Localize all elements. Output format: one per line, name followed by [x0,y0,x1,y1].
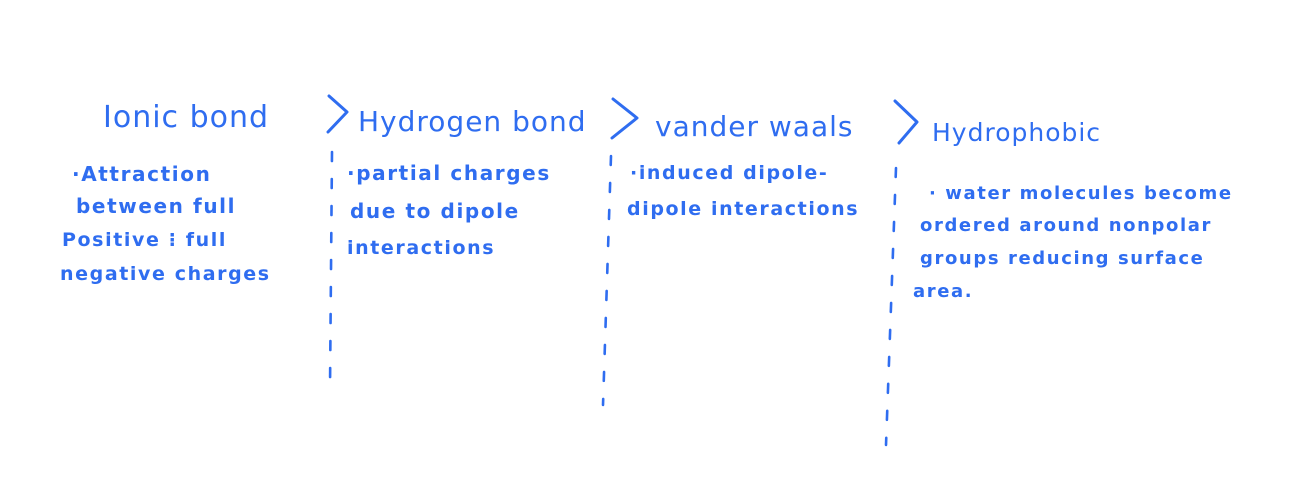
note-line: groups reducing surface [920,248,1204,269]
column-divider [601,154,613,407]
ionic-bond-notes: ·Attraction between full Positive ⁝ full… [60,162,271,285]
note-line: dipole interactions [627,198,859,220]
hydrophobic-notes: · water molecules become ordered around … [913,183,1233,302]
column-divider [884,166,898,447]
note-line: ordered around nonpolar [920,215,1212,236]
hydrogen-bond-notes: ·partial charges due to dipole interacti… [347,161,551,259]
van-der-waals-notes: ·induced dipole- dipole interactions [627,162,859,220]
note-line: Positive ⁝ full [62,229,227,251]
column-divider [328,150,334,390]
chevron-right-icon [326,94,349,134]
chevron-right-icon [893,99,919,145]
heading-van-der-waals: vander waals [655,110,853,143]
note-line: ·induced dipole- [630,162,828,184]
note-line: area. [913,281,973,302]
note-line: ·Attraction [72,162,211,186]
note-line: interactions [347,237,495,259]
heading-hydrogen-bond: Hydrogen bond [358,105,587,138]
heading-ionic-bond: Ionic bond [103,100,269,135]
heading-hydrophobic: Hydrophobic [932,118,1101,147]
note-line: · water molecules become [929,183,1233,204]
note-line: due to dipole [350,199,520,223]
note-line: negative charges [60,263,271,285]
note-line: between full [76,194,236,218]
note-line: ·partial charges [347,161,551,185]
chevron-right-icon [610,97,639,140]
